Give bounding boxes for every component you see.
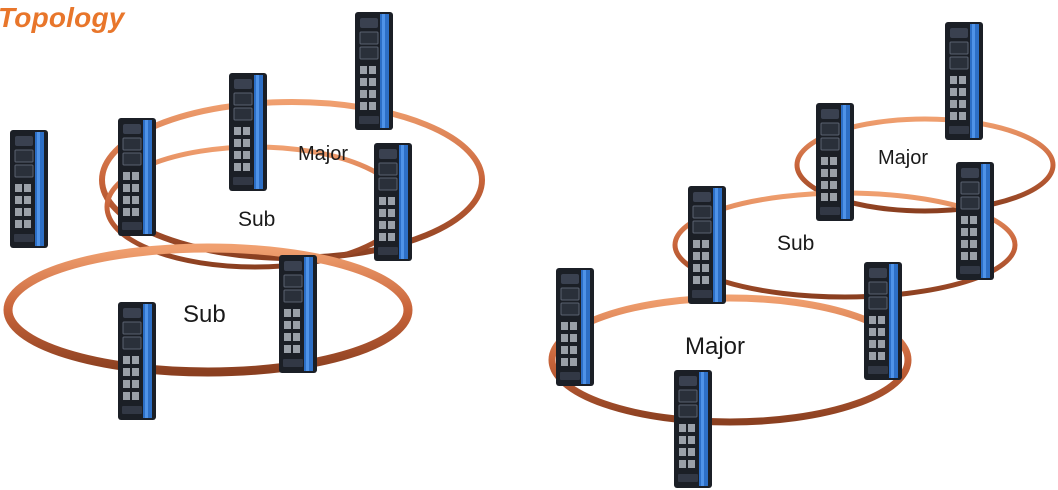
switch-icon <box>955 161 995 281</box>
switch-icon <box>117 301 157 421</box>
switch-icon <box>863 261 903 381</box>
switch-icon <box>815 102 855 222</box>
switch-icon <box>673 369 713 489</box>
switch-icon <box>117 117 157 237</box>
right-topology: Major Sub Major <box>548 116 1056 426</box>
right-major-lower-label: Major <box>685 333 745 360</box>
switch-icon <box>354 11 394 131</box>
left-major-label: Major <box>298 143 348 165</box>
switch-icon <box>228 72 268 192</box>
left-sub-upper-label: Sub <box>238 208 275 231</box>
right-major-ring-lower <box>548 294 912 426</box>
right-major-upper-label: Major <box>878 147 928 169</box>
switch-icon <box>687 185 727 305</box>
left-major-ring <box>99 99 485 261</box>
switch-icon <box>373 142 413 262</box>
switch-icon <box>555 267 595 387</box>
switch-icon <box>944 21 984 141</box>
left-sub-lower-label: Sub <box>183 301 226 328</box>
switch-icon <box>9 129 49 249</box>
page-title: Topology <box>0 2 125 33</box>
switch-icon <box>278 254 318 374</box>
right-major-ring-upper <box>794 116 1056 214</box>
left-sub-ring-lower <box>3 243 413 377</box>
right-sub-label: Sub <box>777 232 814 255</box>
